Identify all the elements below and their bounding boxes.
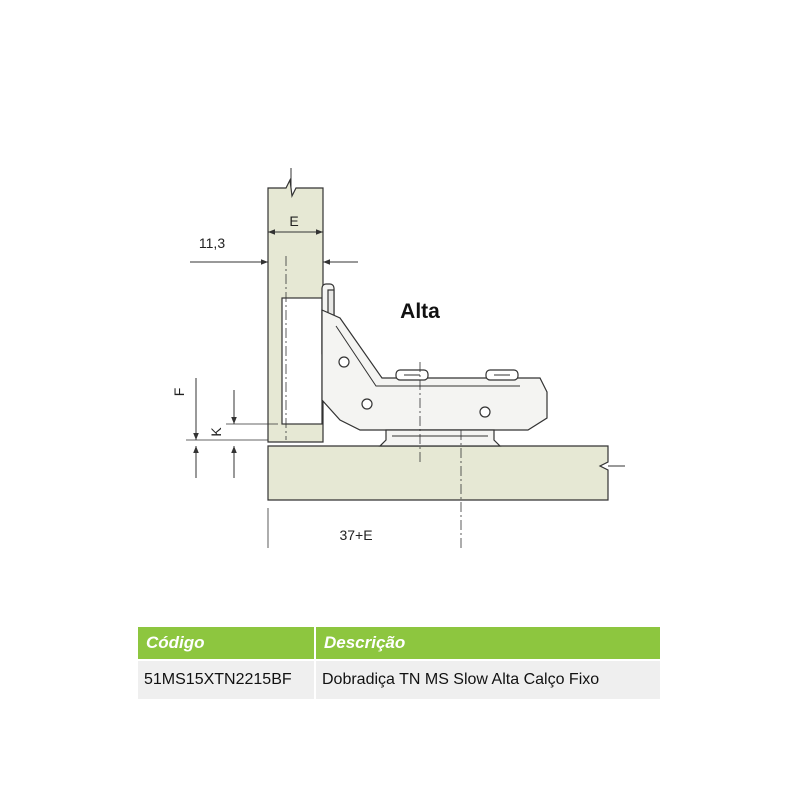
dimension-distance: 37+E [267,508,373,548]
table-header-row: Código Descrição [138,627,660,660]
svg-text:F: F [171,388,187,397]
svg-text:E: E [289,213,298,229]
bottom-panel [267,445,625,501]
hinge-cup-recess [281,297,323,425]
svg-text:37+E: 37+E [339,527,372,543]
center-lines [285,256,462,548]
svg-text:K: K [208,427,224,437]
svg-text:11,3: 11,3 [199,235,225,251]
dimension-k: K [208,390,278,478]
hinge-type-title: Alta [400,300,440,323]
product-spec-table: Código Descrição 51MS15XTN2215BF Dobradi… [138,627,660,699]
header-code: Código [138,627,316,660]
dimension-e: E [268,213,323,235]
hinge-body [321,283,548,447]
product-description-cell: Dobradiça TN MS Slow Alta Calço Fixo [315,659,660,699]
table-row: 51MS15XTN2215BF Dobradiça TN MS Slow Alt… [138,659,660,699]
hinge-technical-drawing: Alta E 11,3 F K 37+E [171,168,625,548]
product-code-cell: 51MS15XTN2215BF [138,659,316,699]
header-description: Descrição [315,627,660,660]
dimension-overlay: 11,3 [190,235,358,265]
dimension-f: F [171,378,268,478]
